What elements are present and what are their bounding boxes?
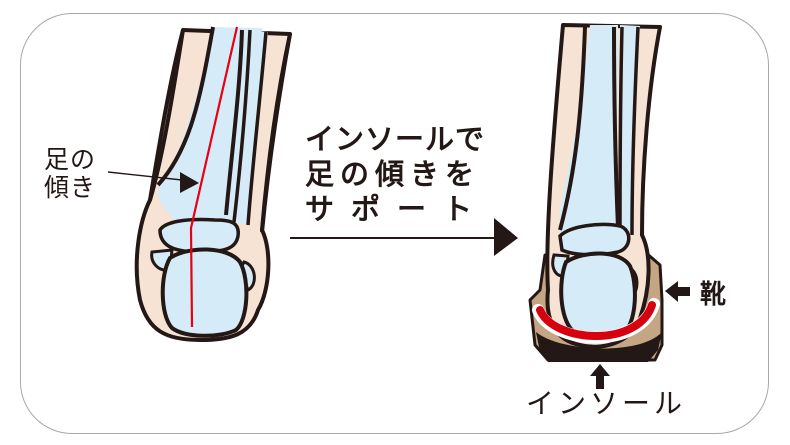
supported-ankle-figure xyxy=(528,23,690,389)
right-arrow-icon xyxy=(290,218,518,256)
tilt-label-line1: 足の xyxy=(44,145,97,174)
headline-line1: インソールで xyxy=(305,122,486,156)
tilt-label: 足の 傾き xyxy=(44,146,96,202)
tilted-ankle-figure xyxy=(107,26,292,342)
tilt-label-line2: 傾き xyxy=(44,173,97,202)
headline-line3: サポート xyxy=(305,192,490,226)
headline: インソールで 足の傾きを サポート xyxy=(305,122,489,227)
shoe-label: 靴 xyxy=(700,280,727,310)
insole-label: インソール xyxy=(526,387,687,420)
headline-line2: 足の傾きを xyxy=(305,157,481,191)
